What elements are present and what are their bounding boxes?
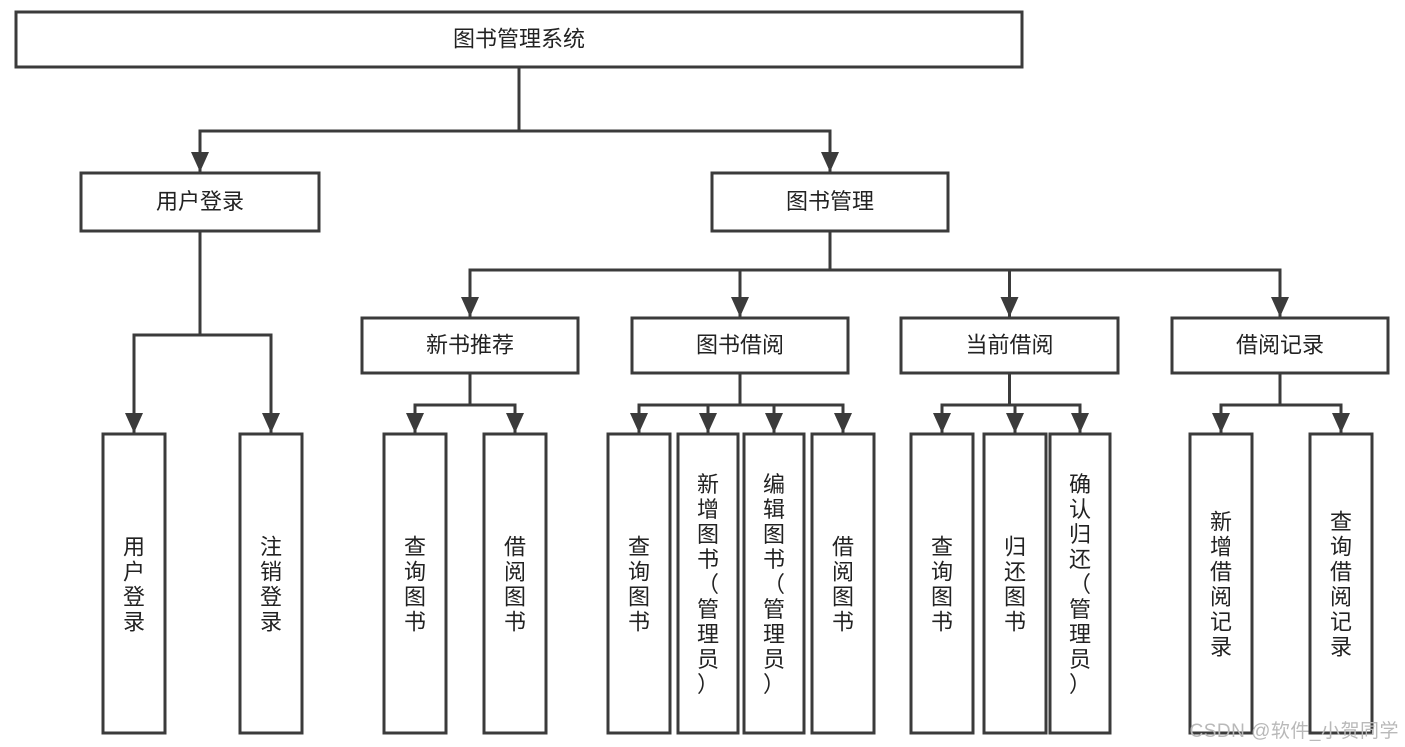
connector-group-newbook-children	[406, 371, 524, 434]
connector-group-book-children	[461, 229, 1289, 318]
node-label: 图书借阅	[696, 332, 784, 357]
arrow-head-icon	[191, 152, 209, 172]
connector-layer	[125, 65, 1350, 434]
node-box	[360, 316, 580, 375]
node-label: 新增图书（管理员）	[697, 472, 719, 697]
node-box	[1308, 432, 1374, 735]
node-label: 用户登录	[123, 535, 145, 635]
node-label: 借阅记录	[1236, 332, 1324, 357]
node-label: 借阅图书	[832, 535, 854, 635]
node-leaf-user-login[interactable]: 用户登录	[101, 432, 167, 735]
node-leaf-bor-query[interactable]: 查询图书	[606, 432, 672, 735]
node-box	[79, 171, 321, 233]
arrow-head-icon	[699, 413, 717, 433]
connector-group-user-children	[125, 229, 280, 434]
arrow-head-icon	[1271, 297, 1289, 317]
node-l3-current[interactable]: 当前借阅	[899, 316, 1120, 375]
node-leaf-new-borrow[interactable]: 借阅图书	[482, 432, 548, 735]
node-label: 查询图书	[404, 535, 426, 635]
node-box	[606, 432, 672, 735]
node-label: 查询图书	[628, 535, 650, 635]
arrow-head-icon	[1332, 413, 1350, 433]
node-leaf-cur-query[interactable]: 查询图书	[909, 432, 975, 735]
arrow-head-icon	[125, 413, 143, 433]
arrow-head-icon	[1000, 297, 1019, 317]
node-label: 编辑图书（管理员）	[763, 472, 785, 697]
node-box	[482, 432, 548, 735]
connector-group-current-children	[933, 371, 1089, 434]
node-l2-book[interactable]: 图书管理	[710, 171, 950, 233]
node-box	[982, 432, 1048, 735]
arrow-head-icon	[731, 297, 749, 317]
node-box	[1048, 432, 1112, 735]
node-box	[238, 432, 304, 735]
node-box	[899, 316, 1120, 375]
node-label: 新书推荐	[426, 332, 514, 357]
node-label: 确认归还（管理员）	[1069, 472, 1091, 697]
node-label: 图书管理	[786, 189, 874, 214]
watermark-text: CSDN @软件_小贺同学	[1189, 721, 1399, 742]
arrow-head-icon	[821, 152, 839, 172]
node-l2-user[interactable]: 用户登录	[79, 171, 321, 233]
arrow-head-icon	[765, 413, 783, 433]
node-leaf-rec-add[interactable]: 新增借阅记录	[1188, 432, 1254, 735]
node-leaf-bor-edit[interactable]: 编辑图书（管理员）	[742, 432, 806, 735]
node-box	[630, 316, 850, 375]
arrow-head-icon	[834, 413, 852, 433]
node-leaf-bor-lend[interactable]: 借阅图书	[810, 432, 876, 735]
node-label: 查询借阅记录	[1330, 510, 1352, 660]
node-label: 用户登录	[156, 189, 244, 214]
node-leaf-cur-confirm[interactable]: 确认归还（管理员）	[1048, 432, 1112, 735]
node-box	[810, 432, 876, 735]
node-box	[1170, 316, 1390, 375]
node-box	[382, 432, 448, 735]
connector-group-borrow-children	[630, 371, 852, 434]
node-leaf-user-logout[interactable]: 注销登录	[238, 432, 304, 735]
node-label: 借阅图书	[504, 535, 526, 635]
node-l3-record[interactable]: 借阅记录	[1170, 316, 1390, 375]
node-label: 新增借阅记录	[1210, 510, 1232, 660]
arrow-head-icon	[1212, 413, 1230, 433]
node-leaf-rec-query[interactable]: 查询借阅记录	[1308, 432, 1374, 735]
node-label: 查询图书	[931, 535, 953, 635]
node-l3-borrow[interactable]: 图书借阅	[630, 316, 850, 375]
node-root[interactable]: 图书管理系统	[14, 10, 1024, 69]
node-l3-newbook[interactable]: 新书推荐	[360, 316, 580, 375]
node-label: 图书管理系统	[453, 26, 585, 51]
arrow-head-icon	[1006, 413, 1024, 433]
node-box	[101, 432, 167, 735]
arrow-head-icon	[506, 413, 524, 433]
node-box	[710, 171, 950, 233]
node-label: 当前借阅	[965, 332, 1053, 357]
node-label: 注销登录	[260, 535, 282, 635]
connector-group-root-children	[191, 65, 839, 173]
arrow-head-icon	[461, 297, 479, 317]
node-leaf-bor-add[interactable]: 新增图书（管理员）	[676, 432, 740, 735]
node-box	[742, 432, 806, 735]
connector-group-record-children	[1212, 371, 1350, 434]
arrow-head-icon	[630, 413, 648, 433]
node-box	[1188, 432, 1254, 735]
node-leaf-new-query[interactable]: 查询图书	[382, 432, 448, 735]
arrow-head-icon	[262, 413, 280, 433]
arrow-head-icon	[1071, 413, 1089, 433]
arrow-head-icon	[933, 413, 951, 433]
arrow-head-icon	[406, 413, 424, 433]
node-label: 归还图书	[1004, 535, 1026, 635]
node-leaf-cur-return[interactable]: 归还图书	[982, 432, 1048, 735]
node-box	[676, 432, 740, 735]
node-layer: 图书管理系统用户登录图书管理新书推荐图书借阅当前借阅借阅记录用户登录注销登录查询…	[14, 10, 1390, 735]
node-box	[14, 10, 1024, 69]
node-box	[909, 432, 975, 735]
